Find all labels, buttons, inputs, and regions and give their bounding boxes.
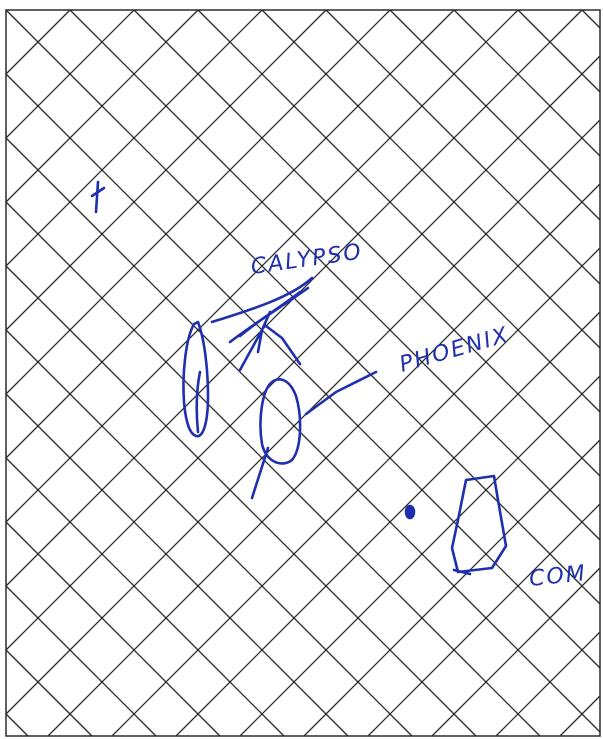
grid-line-down (390, 10, 600, 220)
label-com: COM (528, 561, 588, 592)
grid-line-up (368, 504, 600, 736)
grid-line-down (6, 74, 600, 668)
grid-line-down (6, 650, 92, 736)
grid-line-up (6, 56, 600, 650)
left-figure (183, 322, 208, 436)
grid-line-up (112, 248, 600, 736)
grid-line-down (262, 10, 600, 348)
grid-line-down (454, 10, 600, 156)
dot-marker (406, 506, 414, 518)
grid-line-down (6, 10, 600, 604)
grid-line-up (176, 312, 600, 736)
tripod-sketch (240, 312, 300, 370)
sketch-ink (92, 182, 506, 574)
grid-line-up (560, 696, 600, 736)
grid-line-up (432, 568, 600, 736)
grid-line-down (70, 10, 600, 540)
grid-line-up (240, 376, 600, 736)
grid-line-down (518, 10, 600, 92)
grid-line-down (6, 586, 156, 736)
grid-line-down (6, 138, 600, 732)
grid-line-down (6, 202, 540, 736)
grid-line-down (134, 10, 600, 476)
tick-mark (92, 182, 104, 212)
grid-line-down (582, 10, 600, 28)
diagonal-grid (6, 10, 600, 736)
grid-line-down (6, 714, 28, 736)
grid-line-down (6, 394, 348, 736)
grid-line-down (6, 458, 284, 736)
label-calypso: CALYPSO (249, 240, 364, 280)
grid-line-up (496, 632, 600, 736)
right-figure (452, 476, 506, 574)
